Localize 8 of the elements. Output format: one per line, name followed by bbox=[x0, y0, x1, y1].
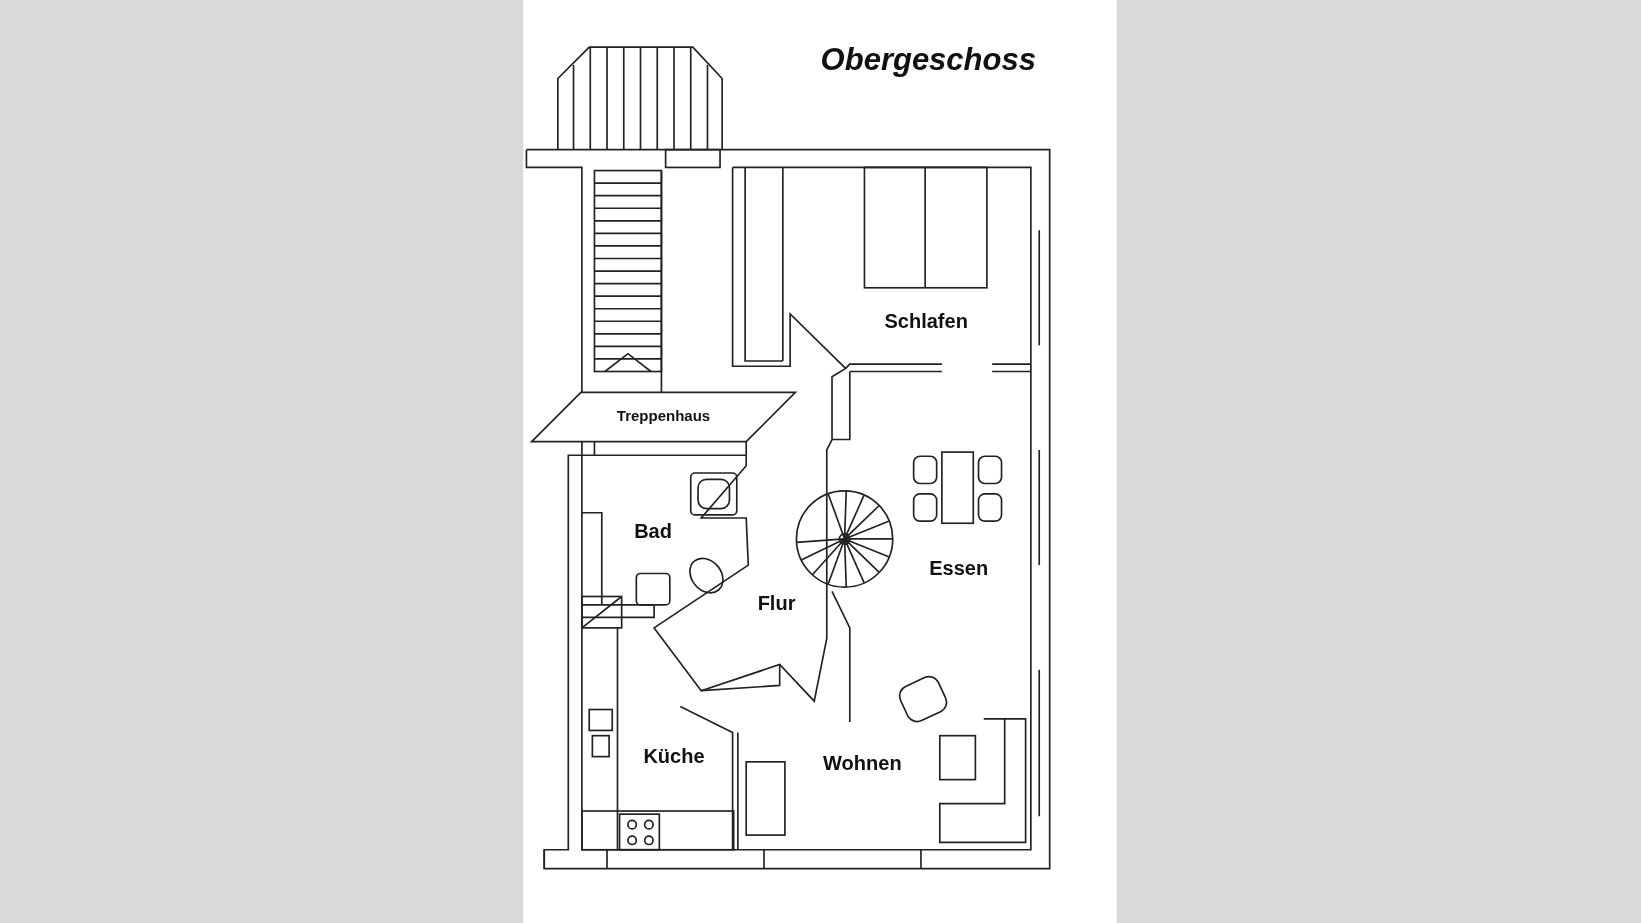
plan-title: Obergeschoss bbox=[820, 41, 1036, 78]
room-label: Bad bbox=[634, 519, 672, 543]
room-label: Flur bbox=[757, 591, 796, 615]
room-label: Wohnen bbox=[823, 751, 902, 775]
room-label: Küche bbox=[643, 744, 705, 768]
room-label: Essen bbox=[929, 556, 989, 580]
room-label: Schlafen bbox=[884, 309, 968, 333]
room-label: Treppenhaus bbox=[616, 406, 711, 424]
